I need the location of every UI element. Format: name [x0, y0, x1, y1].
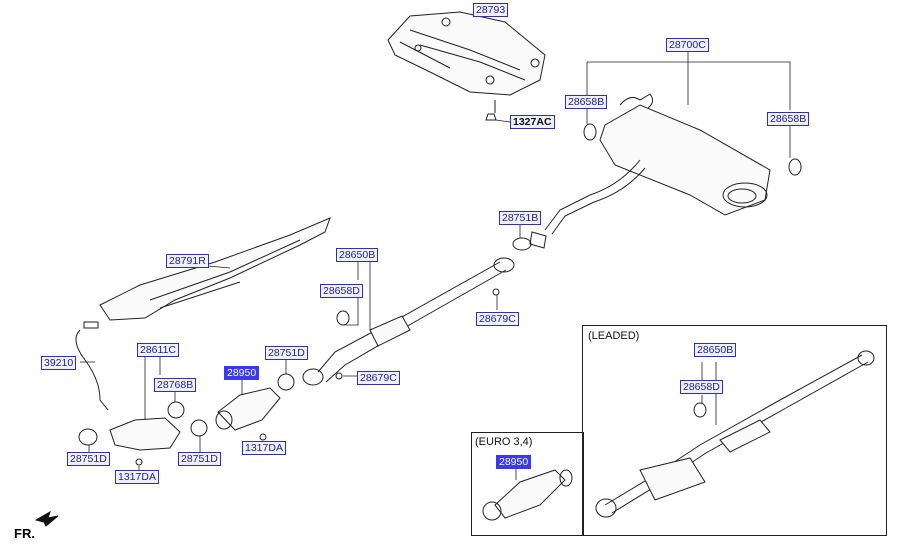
part-callout-28768b[interactable]: 28768B: [154, 378, 197, 392]
part-callout-28751d-center[interactable]: 28751D: [178, 452, 221, 466]
part-callout-28751d-left[interactable]: 28751D: [67, 452, 110, 466]
part-callout-1317da-left[interactable]: 1317DA: [115, 470, 159, 484]
gasket-28751d-mid-drawing: [277, 373, 295, 391]
leader-lines: [80, 12, 791, 470]
bolt-1327ac-drawing: [485, 113, 497, 121]
euro-panel: [471, 432, 584, 536]
front-direction-label: FR.: [14, 526, 35, 541]
part-callout-28793[interactable]: 28793: [473, 3, 509, 17]
part-callout-28650b[interactable]: 28650B: [336, 248, 379, 262]
oxygen-sensor-drawing: [75, 329, 109, 411]
hanger-left-drawing: [583, 123, 597, 141]
part-callout-28751b[interactable]: 28751B: [499, 211, 542, 225]
part-callout-1327ac[interactable]: 1327AC: [510, 115, 555, 129]
hanger-right-drawing: [788, 158, 802, 176]
part-callout-28700c[interactable]: 28700C: [666, 38, 709, 52]
leaded-panel: [582, 325, 887, 536]
hanger-center-drawing: [336, 310, 350, 326]
part-callout-28650b-leaded[interactable]: 28650B: [694, 343, 737, 357]
heat-protector-drawing: [387, 11, 546, 96]
part-callout-1317da-center[interactable]: 1317DA: [242, 441, 286, 455]
part-callout-28950-euro[interactable]: 28950: [496, 455, 532, 469]
gasket-28751d-left-drawing: [78, 428, 98, 446]
part-callout-28611c[interactable]: 28611C: [137, 343, 180, 357]
part-callout-28950[interactable]: 28950: [224, 366, 260, 380]
part-callout-28679c-top[interactable]: 28679C: [476, 312, 519, 326]
gasket-28751d-center-drawing: [190, 419, 208, 437]
exhaust-manifold-drawing: [109, 401, 185, 451]
heat-shield-drawing: [99, 217, 331, 321]
part-callout-28751d-mid[interactable]: 28751D: [265, 346, 308, 360]
center-pipe-drawing: [302, 257, 515, 386]
part-callout-28679c-mid[interactable]: 28679C: [357, 371, 400, 385]
part-callout-28658b-right[interactable]: 28658B: [767, 112, 810, 126]
part-callout-28658b-left[interactable]: 28658B: [565, 95, 608, 109]
part-callout-28658d[interactable]: 28658D: [320, 284, 363, 298]
euro-converter-drawing: [482, 467, 573, 521]
front-direction-arrow-icon: [34, 510, 59, 527]
catalytic-converter-drawing: [215, 387, 281, 431]
euro-panel-label: (EURO 3,4): [475, 436, 533, 448]
leaded-panel-label: (LEADED): [588, 330, 640, 342]
part-callout-28791r[interactable]: 28791R: [166, 254, 209, 268]
rear-muffler-drawing: [544, 93, 771, 235]
part-callout-28658d-leaded[interactable]: 28658D: [680, 380, 723, 394]
part-callout-39210[interactable]: 39210: [41, 356, 77, 370]
leaded-assembly-drawing: [595, 350, 875, 518]
gasket-28751b-drawing: [512, 237, 532, 251]
